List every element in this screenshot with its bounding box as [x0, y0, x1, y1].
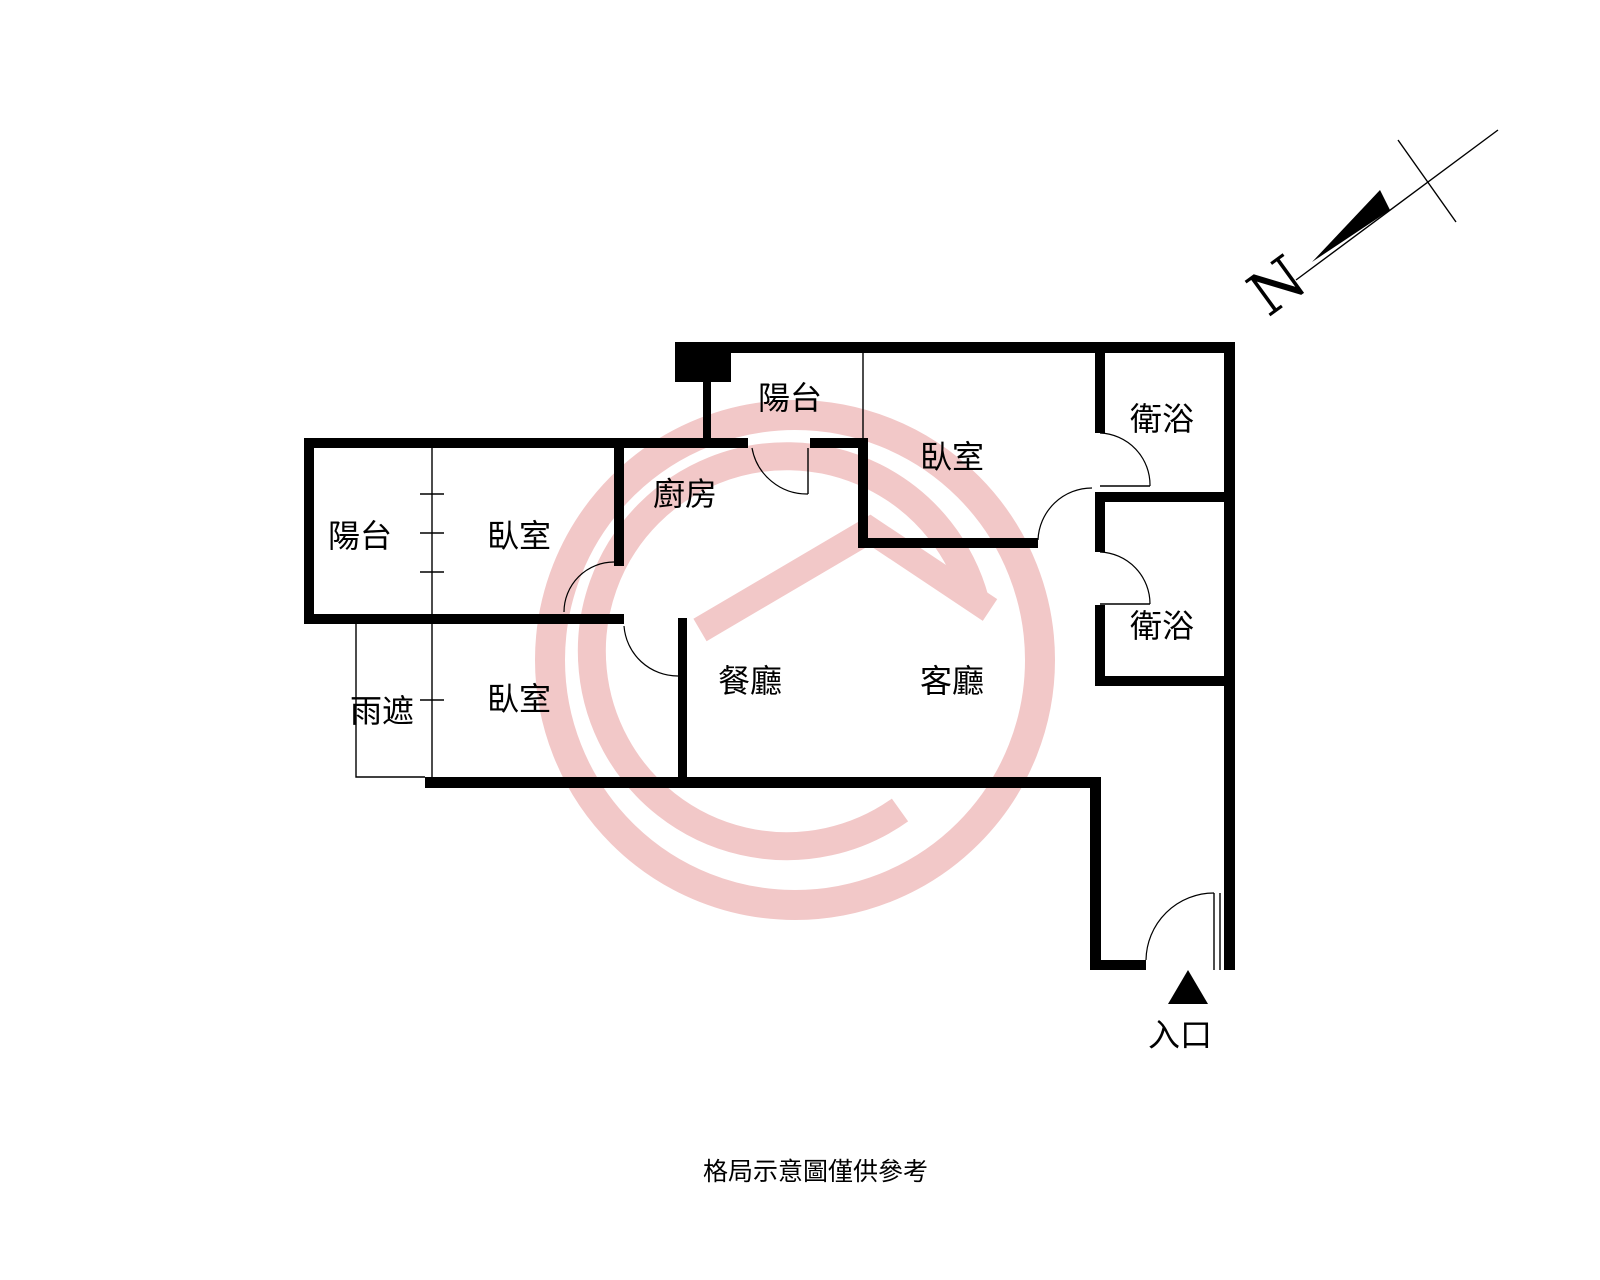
room-label-bath-top: 衛浴	[1130, 400, 1194, 438]
entrance-marker: 入口	[1148, 970, 1212, 1054]
entrance-arrow-icon	[1168, 970, 1208, 1004]
room-label-kitchen: 廚房	[653, 475, 717, 513]
room-label-dining: 餐廳	[718, 662, 782, 700]
room-label-bedroom-mid: 臥室	[487, 517, 551, 555]
room-label-canopy: 雨遮	[350, 692, 414, 730]
room-label-balcony-left: 陽台	[328, 517, 392, 555]
room-label-bedroom-bottom: 臥室	[487, 680, 551, 718]
compass-north-label: N	[1236, 243, 1320, 330]
compass: N	[1236, 129, 1499, 330]
room-label-living: 客廳	[920, 662, 984, 700]
watermark-logo	[535, 400, 1055, 920]
thin-lines	[355, 353, 1221, 970]
room-label-bedroom-top: 臥室	[920, 438, 984, 476]
entrance-label: 入口	[1148, 1016, 1212, 1054]
plan-caption: 格局示意圖僅供參考	[703, 1157, 928, 1186]
room-label-balcony-top: 陽台	[758, 379, 822, 417]
doors	[563, 432, 1215, 961]
room-labels: 陽台 臥室 衛浴 廚房 陽台 臥室 衛浴 餐廳 客廳 臥室 雨遮	[328, 379, 1194, 730]
room-label-bath-bottom: 衛浴	[1130, 607, 1194, 645]
walls	[304, 342, 1235, 970]
north-arrow-icon	[1312, 190, 1390, 262]
